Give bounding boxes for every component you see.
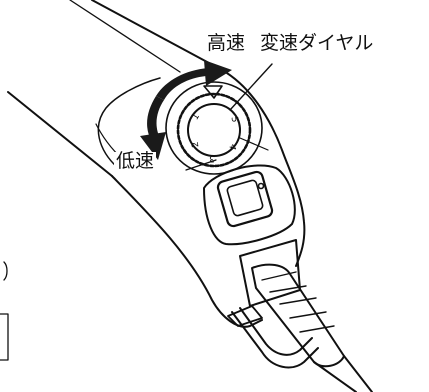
handle-front-outline — [221, 69, 306, 267]
dial-housing — [165, 81, 263, 175]
dial-number: 3 — [209, 153, 215, 163]
left-edge-frame — [0, 313, 9, 361]
power-cable — [313, 361, 357, 392]
dial-number: 5 — [229, 116, 240, 123]
switch-indicator-icon — [257, 182, 265, 190]
barrel-lower-outline — [7, 91, 113, 177]
rocker-switch-face — [226, 179, 264, 217]
hanging-hook — [231, 307, 319, 369]
speed-dial-label: 変速ダイヤル — [258, 32, 376, 54]
cord-rib-2 — [269, 285, 307, 293]
speed-dial-ring — [176, 92, 252, 168]
handle-outline — [111, 175, 263, 328]
low-speed-label: 低速 — [114, 150, 157, 172]
handle-crease-3 — [239, 137, 269, 151]
power-cable-2 — [343, 355, 373, 392]
rocker-switch — [216, 170, 274, 228]
cord-rib-4 — [289, 311, 327, 319]
dial-number: 1 — [191, 112, 203, 122]
cord-rib-5 — [299, 325, 335, 333]
handle-back-curve — [97, 77, 161, 169]
switch-housing — [203, 164, 296, 246]
hook-bracket — [227, 305, 263, 327]
dial-leader-line — [229, 63, 273, 111]
dial-pointer-icon — [203, 85, 223, 99]
high-speed-label: 高速 — [205, 32, 248, 54]
barrel-outline — [91, 0, 223, 71]
cord-rib-1 — [261, 271, 297, 281]
left-edge-mark — [3, 261, 8, 281]
cord-rib-3 — [279, 297, 317, 305]
dial-number: 4 — [226, 142, 237, 151]
speed-direction-arrow — [140, 60, 232, 160]
dial-number: 2 — [191, 141, 202, 148]
barrel-inner-line — [69, 0, 181, 73]
speed-dial-face — [187, 103, 241, 157]
